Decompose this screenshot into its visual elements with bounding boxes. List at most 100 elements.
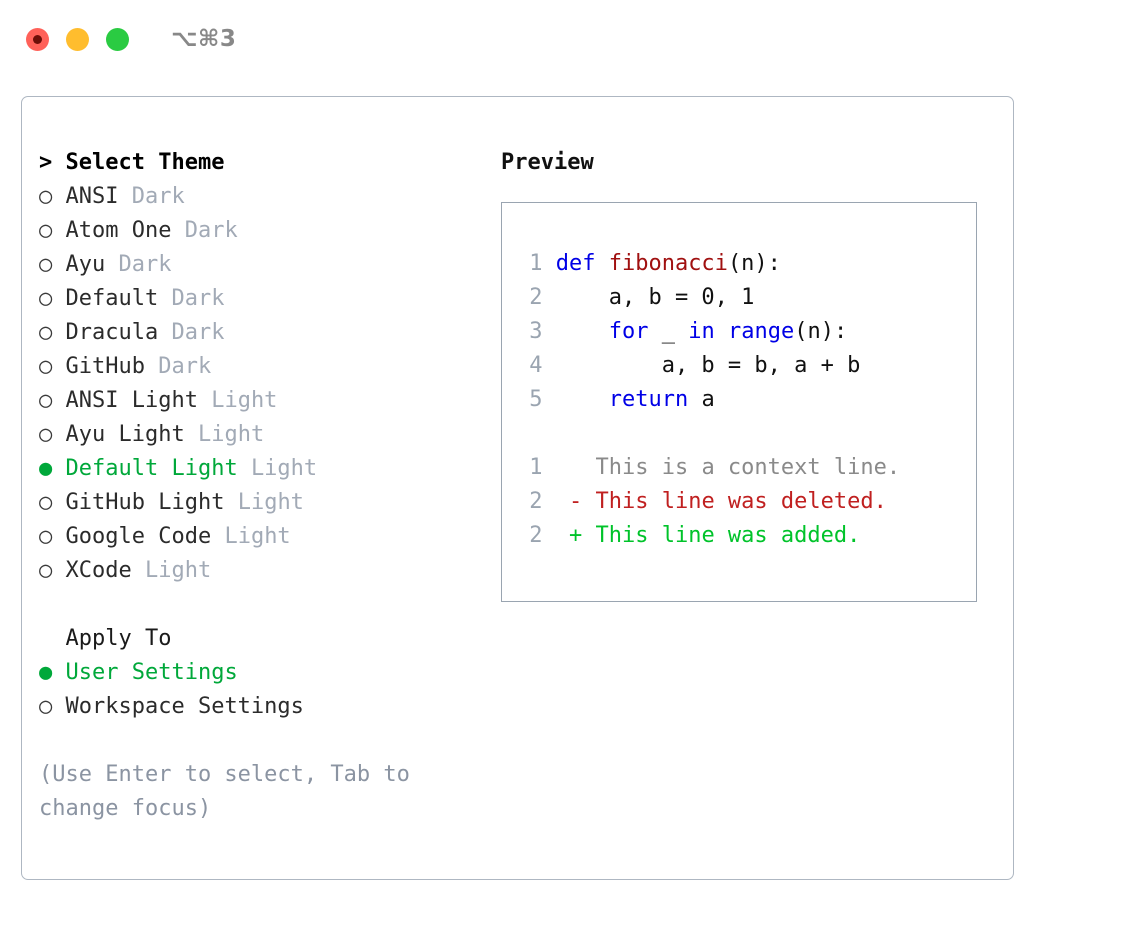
code-token-plain	[556, 319, 609, 344]
code-token-fn: fibonacci	[608, 251, 728, 276]
theme-list-item-ayu-light[interactable]: ○ Ayu Light Light	[39, 418, 489, 452]
radio-unselected-icon[interactable]: ○	[39, 558, 53, 583]
spacer	[211, 524, 224, 549]
theme-list: ○ ANSI Dark○ Atom One Dark○ Ayu Dark○ De…	[39, 180, 489, 588]
gutter-gap	[542, 353, 555, 378]
radio-unselected-icon[interactable]: ○	[39, 354, 53, 379]
diff-text: This line was added.	[582, 523, 861, 548]
theme-mode-badge: Light	[211, 388, 278, 413]
code-token-plain: a, b = b, a + b	[555, 353, 861, 378]
line-number: 1	[529, 455, 543, 480]
spacer	[52, 252, 65, 277]
theme-name: Default	[65, 286, 159, 311]
radio-unselected-icon[interactable]: ○	[39, 490, 53, 515]
spacer	[52, 660, 65, 685]
theme-list-item-ayu[interactable]: ○ Ayu Dark	[39, 248, 489, 282]
spacer	[52, 694, 65, 719]
diff-line-add: 2 + This line was added.	[516, 519, 976, 553]
diff-text: This line was deleted.	[582, 489, 887, 514]
theme-name: ANSI Light	[65, 388, 198, 413]
spacer	[52, 524, 65, 549]
apply-to-item-user-settings[interactable]: ● User Settings	[39, 656, 489, 690]
spacer	[52, 184, 65, 209]
apply-to-label: Apply To	[39, 622, 489, 656]
radio-unselected-icon[interactable]: ○	[39, 252, 53, 277]
close-button[interactable]	[26, 27, 49, 51]
gutter-gap	[542, 523, 569, 548]
apply-to-list: ● User Settings○ Workspace Settings	[39, 656, 489, 724]
code-token-plain: (n):	[794, 319, 848, 344]
spacer	[158, 286, 171, 311]
theme-mode-badge: Dark	[131, 184, 185, 209]
code-line: 1 def fibonacci(n):	[516, 247, 976, 281]
theme-list-item-ansi-light[interactable]: ○ ANSI Light Light	[39, 384, 489, 418]
theme-name: GitHub Light	[65, 490, 225, 515]
spacer	[52, 422, 65, 447]
diff-line-ctx: 1 This is a context line.	[516, 451, 976, 485]
theme-name: Ayu Light	[65, 422, 185, 447]
code-token-plain	[556, 387, 609, 412]
theme-mode-badge: Light	[250, 456, 318, 481]
help-text-line-1: (Use Enter to select, Tab to	[39, 762, 410, 787]
spacer	[132, 558, 145, 583]
theme-list-header-marker: >	[39, 150, 53, 175]
preview-column: Preview 1 def fibonacci(n): 2 a, b = 0, 1…	[501, 146, 996, 602]
spacer	[171, 218, 184, 243]
minimize-button[interactable]	[66, 27, 89, 51]
zoom-button[interactable]	[106, 27, 129, 51]
spacer	[224, 490, 237, 515]
spacer	[52, 456, 65, 481]
theme-mode-badge: Dark	[158, 354, 212, 379]
code-token-plain: a, b = 0, 1	[555, 285, 755, 310]
code-line: 5 return a	[516, 383, 976, 417]
spacer	[185, 422, 198, 447]
code-token-kw: for	[608, 319, 649, 344]
theme-mode-badge: Light	[144, 558, 212, 583]
theme-list-item-google-code[interactable]: ○ Google Code Light	[39, 520, 489, 554]
radio-unselected-icon[interactable]: ○	[39, 320, 53, 345]
list-gap	[39, 588, 489, 622]
title-bar: ⌥⌘3	[0, 0, 1140, 78]
theme-name: Google Code	[65, 524, 212, 549]
code-line: 3 for _ in range(n):	[516, 315, 976, 349]
theme-name: Ayu	[65, 252, 106, 277]
theme-name: Default Light	[65, 456, 238, 481]
spacer	[52, 558, 65, 583]
spacer	[52, 388, 65, 413]
code-diff-gap	[516, 417, 976, 451]
code-line: 4 a, b = b, a + b	[516, 349, 976, 383]
radio-unselected-icon[interactable]: ○	[39, 524, 53, 549]
theme-list-item-dracula[interactable]: ○ Dracula Dark	[39, 316, 489, 350]
theme-list-item-atom-one[interactable]: ○ Atom One Dark	[39, 214, 489, 248]
theme-list-item-default-light[interactable]: ● Default Light Light	[39, 452, 489, 486]
theme-list-item-ansi[interactable]: ○ ANSI Dark	[39, 180, 489, 214]
theme-list-item-github[interactable]: ○ GitHub Dark	[39, 350, 489, 384]
apply-to-item-workspace-settings[interactable]: ○ Workspace Settings	[39, 690, 489, 724]
spacer	[105, 252, 118, 277]
spacer	[52, 354, 65, 379]
code-token-plain: _	[648, 319, 689, 344]
diff-text: This is a context line.	[582, 455, 901, 480]
spacer	[238, 456, 251, 481]
radio-selected-icon[interactable]: ●	[39, 456, 53, 481]
radio-unselected-icon[interactable]: ○	[39, 286, 53, 311]
theme-list-item-xcode[interactable]: ○ XCode Light	[39, 554, 489, 588]
spacer	[158, 320, 171, 345]
theme-list-header: > Select Theme	[39, 146, 489, 180]
spacer	[52, 286, 65, 311]
radio-unselected-icon[interactable]: ○	[39, 388, 53, 413]
theme-list-item-github-light[interactable]: ○ GitHub Light Light	[39, 486, 489, 520]
radio-selected-icon[interactable]: ●	[39, 660, 53, 685]
line-number: 1	[529, 251, 543, 276]
radio-unselected-icon[interactable]: ○	[39, 184, 53, 209]
radio-unselected-icon[interactable]: ○	[39, 694, 53, 719]
line-number: 4	[529, 353, 543, 378]
radio-unselected-icon[interactable]: ○	[39, 422, 53, 447]
radio-unselected-icon[interactable]: ○	[39, 218, 53, 243]
theme-list-item-default[interactable]: ○ Default Dark	[39, 282, 489, 316]
preview-title: Preview	[501, 150, 594, 175]
theme-selector-panel: > Select Theme ○ ANSI Dark○ Atom One Dar…	[21, 96, 1014, 880]
line-number: 2	[529, 489, 543, 514]
